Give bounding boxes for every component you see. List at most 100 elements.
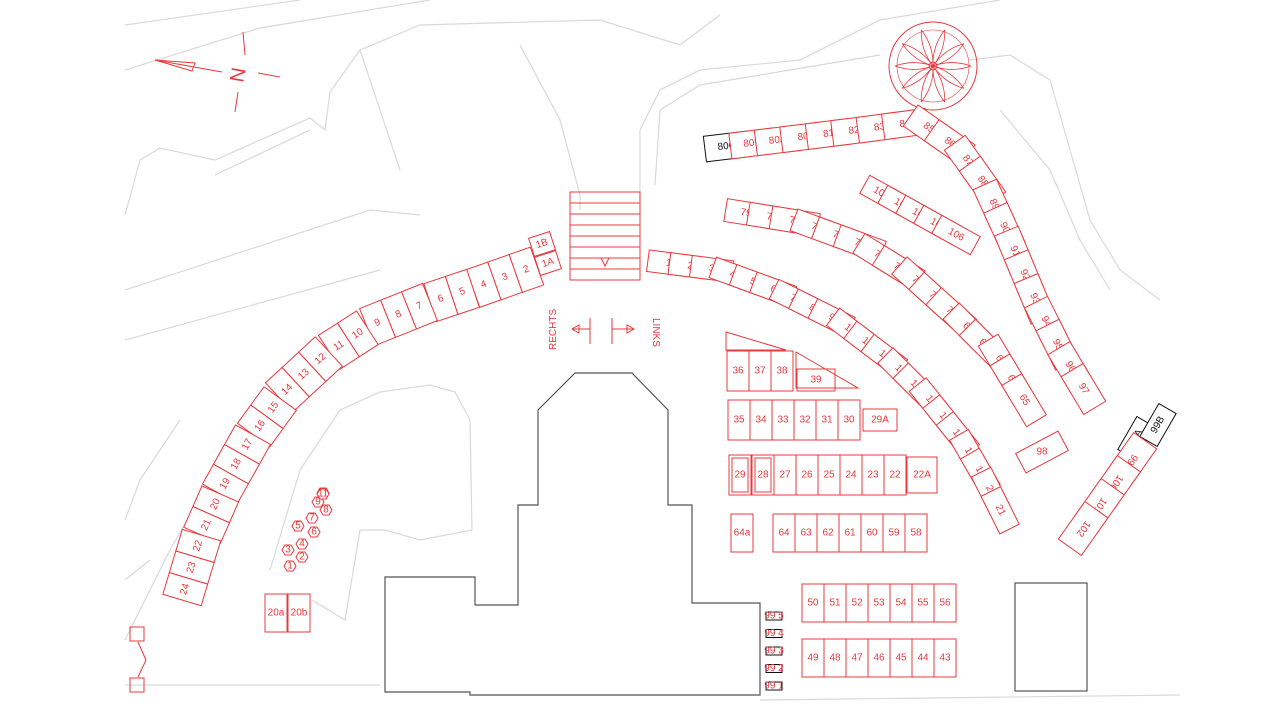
- parking-spot-26[interactable]: 26: [795, 454, 819, 496]
- tag-spot-99-1[interactable]: 99 1: [764, 681, 784, 692]
- hex-spot-8[interactable]: 8: [319, 504, 333, 516]
- spot-label: 36: [732, 366, 744, 377]
- spot-label: 1A: [540, 256, 555, 270]
- compass-icon: N: [154, 31, 281, 113]
- parking-spot-59[interactable]: 59: [882, 513, 906, 553]
- parking-spot-63[interactable]: 63: [794, 513, 818, 553]
- parking-spot-23[interactable]: 23: [861, 454, 885, 496]
- parking-spot-53[interactable]: 53: [867, 583, 891, 623]
- hex-label: 9: [315, 497, 321, 508]
- hex-spot-11[interactable]: 11: [316, 488, 330, 500]
- parking-spot-32[interactable]: 32: [793, 399, 817, 441]
- parking-spots: 1A1B234567891011121314151617181920212223…: [162, 104, 1177, 692]
- parking-spot-25[interactable]: 25: [817, 454, 841, 496]
- parking-spot-55[interactable]: 55: [911, 583, 935, 623]
- parking-spot-61[interactable]: 61: [838, 513, 862, 553]
- parking-spot-58[interactable]: 58: [904, 513, 928, 553]
- parking-spot-97[interactable]: 97: [1060, 362, 1107, 416]
- parking-spot-21[interactable]: 21: [980, 486, 1020, 535]
- parking-spot-22[interactable]: 22: [883, 454, 907, 496]
- hex-label: 3: [285, 545, 291, 556]
- tag-spot-99-2[interactable]: 99 2: [764, 663, 784, 674]
- spot-label: 9: [373, 317, 383, 329]
- parking-spot-60[interactable]: 60: [860, 513, 884, 553]
- parking-spot-102[interactable]: 102: [1057, 500, 1109, 557]
- parking-spot-54[interactable]: 54: [889, 583, 913, 623]
- spot-label: 58: [910, 528, 922, 539]
- parking-spot-51[interactable]: 51: [823, 583, 847, 623]
- parking-spot-1b[interactable]: 1B: [527, 230, 557, 258]
- parking-spot-39[interactable]: 39: [796, 368, 836, 392]
- hex-spot-5[interactable]: 5: [291, 520, 305, 532]
- parking-spot-30[interactable]: 30: [837, 399, 861, 441]
- spot-label: 5: [458, 286, 467, 298]
- parking-spot-98[interactable]: 98: [1014, 430, 1070, 474]
- main-building: [384, 372, 761, 696]
- parking-spot-22a[interactable]: 22A: [906, 456, 938, 494]
- parking-spot-106[interactable]: 106: [931, 214, 981, 256]
- spot-label: 61: [844, 528, 856, 539]
- hex-spot-4[interactable]: 4: [295, 538, 309, 550]
- spot-label: 53: [873, 598, 885, 609]
- parking-spot-24[interactable]: 24: [839, 454, 863, 496]
- spot-label: 34: [755, 415, 767, 426]
- spot-label: 43: [939, 653, 951, 664]
- spot-label: 23: [867, 470, 879, 481]
- parking-spot-29a[interactable]: 29A: [862, 408, 898, 432]
- direction-arrows: RECHTS LINKS: [548, 309, 661, 350]
- parking-spot-47[interactable]: 47: [845, 638, 869, 678]
- parking-spot-56[interactable]: 56: [933, 583, 957, 623]
- hex-spot-3[interactable]: 3: [281, 544, 295, 556]
- spot-label: 24: [845, 470, 857, 481]
- parking-spot-13[interactable]: 13: [281, 351, 327, 398]
- parking-spot-64[interactable]: 64: [772, 513, 796, 553]
- hex-spot-1[interactable]: 1: [283, 560, 297, 572]
- hex-spot-7[interactable]: 7: [305, 512, 319, 524]
- spot-label: 21: [993, 503, 1008, 518]
- parking-spot-62[interactable]: 62: [816, 513, 840, 553]
- tag-spot-99-3[interactable]: 99 3: [764, 646, 784, 657]
- hex-spot-6[interactable]: 6: [307, 526, 321, 538]
- parking-spot-34[interactable]: 34: [749, 399, 773, 441]
- parking-spot-33[interactable]: 33: [771, 399, 795, 441]
- parking-spot-52[interactable]: 52: [845, 583, 869, 623]
- parking-spot-49[interactable]: 49: [801, 638, 825, 678]
- parking-spot-36[interactable]: 36: [726, 350, 750, 392]
- parking-spot-37[interactable]: 37: [748, 350, 772, 392]
- parking-spot-1a[interactable]: 1A: [533, 249, 563, 277]
- parking-spot-35[interactable]: 35: [727, 399, 751, 441]
- parking-spot-44[interactable]: 44: [911, 638, 935, 678]
- parking-spot-27[interactable]: 27: [773, 454, 797, 496]
- spot-label: 64: [778, 528, 790, 539]
- parking-spot-43[interactable]: 43: [933, 638, 957, 678]
- hex-spot-2[interactable]: 2: [295, 551, 309, 563]
- parking-spot-29[interactable]: 29: [728, 454, 752, 496]
- spot-label: 60: [866, 528, 878, 539]
- parking-spot-20b[interactable]: 20b: [287, 593, 311, 633]
- parking-spot-24[interactable]: 24: [162, 571, 209, 607]
- spot-label: 8: [394, 308, 404, 320]
- spot-label: 20b: [291, 608, 308, 619]
- parking-spot-31[interactable]: 31: [815, 399, 839, 441]
- parking-spot-28[interactable]: 28: [751, 454, 775, 496]
- spot-label: 46: [873, 653, 885, 664]
- parking-spot-12[interactable]: 12: [297, 336, 344, 383]
- parking-spot-38[interactable]: 38: [770, 350, 794, 392]
- annex-building: [1014, 582, 1088, 692]
- spot-label: 30: [843, 415, 855, 426]
- spot-label: 6: [437, 293, 446, 305]
- parking-spot-45[interactable]: 45: [889, 638, 913, 678]
- hex-label: 7: [309, 513, 315, 524]
- parking-spot-64a[interactable]: 64a: [730, 513, 754, 553]
- parking-spot-48[interactable]: 48: [823, 638, 847, 678]
- tag-label: 99 2: [764, 663, 784, 674]
- parking-spot-99b[interactable]: 99B: [1139, 402, 1177, 448]
- spot-label: 56: [939, 598, 951, 609]
- tag-spot-99-5[interactable]: 99 5: [764, 611, 784, 622]
- parking-spot-65[interactable]: 65: [1001, 372, 1047, 428]
- parking-spot-46[interactable]: 46: [867, 638, 891, 678]
- tag-spot-99-4[interactable]: 99 4: [764, 628, 784, 639]
- spot-label: 4: [479, 278, 488, 290]
- parking-spot-20a[interactable]: 20a: [264, 593, 288, 633]
- parking-spot-50[interactable]: 50: [801, 583, 825, 623]
